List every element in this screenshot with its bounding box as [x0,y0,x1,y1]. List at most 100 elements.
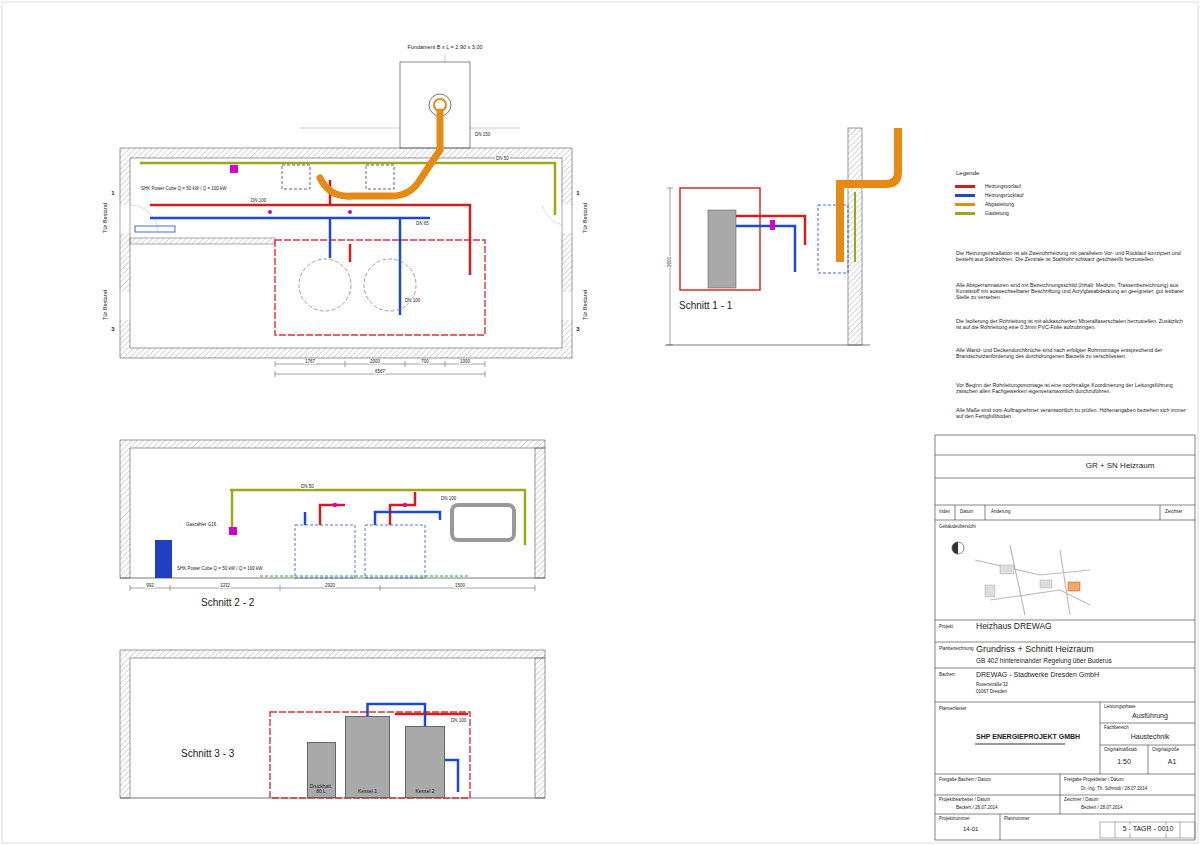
title-block [935,435,1195,840]
equipment-note: Gaszähler G16 [185,522,217,527]
section-marker: 1 [575,190,580,197]
field-label: Projektnummer [938,816,971,821]
door-label: Tür Bestand [582,289,588,321]
box-text: Druckhalt. 80 L [310,784,333,796]
field-value: 01067 Dresden [975,689,1008,694]
section-title: Schnitt 3 - 3 [180,748,235,760]
field-label: Planbezeichnung [938,646,975,651]
pipe-connector [368,704,426,726]
general-note: Die Heizungsinstallation ist als Zweiroh… [955,250,1189,262]
field-value: Rosenstraße 32 [975,682,1009,687]
field-value: DREWAG - Stadtwerke Dresden GmbH [975,671,1100,679]
dimension: 1767 [304,359,316,364]
pipe-size: DN 100 [250,198,267,203]
general-note: Alle Maße sind vom Auftragnehmer verantw… [955,407,1189,419]
legend-text: Abgasleitung [985,202,1014,208]
field-label: Fachbereich [1103,725,1130,730]
field-label: Leistungsphase [1103,704,1137,709]
field-value: Haustechnik [1130,733,1171,741]
legend-swatch [955,212,975,215]
legend-swatch [955,194,975,197]
dimension: 2600 [667,256,672,268]
field-label: Bauherr [938,672,956,677]
general-note: Die Isolierung der Rohrleitung ist mit a… [955,318,1189,330]
legend-title: Legende [955,170,980,177]
section-marker: 3 [110,326,115,333]
box-text: Kessel 1 [358,789,377,795]
section-marker: 3 [575,326,580,333]
general-note: Alle Wand- und Deckendurchbrüche sind na… [955,347,1189,359]
field-value: 14-01 [962,826,979,833]
section-title: Schnitt 2 - 2 [200,597,255,609]
field-value: GB 402 hintereinander Regelung über Bude… [975,657,1113,664]
field-value: Ausführung [1131,712,1169,720]
field-label: Freigabe Bauherr / Datum [938,777,992,782]
table-header: Änderung [990,509,1012,514]
door-label: Tür Bestand [582,202,588,234]
dimension: 1332 [219,583,231,588]
field-label: Planverfasser [938,706,968,711]
dimension: 700 [420,359,430,364]
floor-plan [119,55,573,377]
legend-text: Gasleitung [985,211,1009,217]
dimension: 992 [145,583,155,588]
pipe-size: DN 65 [415,221,430,226]
section-3-3 [120,650,545,798]
section-title: Schnitt 1 - 1 [678,300,733,312]
pipe-size: DN 100 [404,298,421,303]
legend-text: Heizungsvorlauf [985,184,1021,190]
table-header: Zeichner [1164,509,1184,514]
box-text: Kessel 2 [415,789,434,795]
door-label: Tür Bestand [102,289,108,321]
dimension: 2000 [369,359,381,364]
section-1-1 [665,128,898,345]
field-value: Heizhaus DREWAG [975,622,1053,632]
field-value: Dr.-Ing. Th. Schmidt / 28.07.2014 [1080,786,1148,791]
dimension: 1000 [459,359,471,364]
plan-number: 5 - TAGR - 0010 [1122,825,1175,833]
legend-row: Gasleitung [955,211,1009,217]
legend-row: Heizungsvorlauf [955,184,1021,190]
table-header: Datum [959,509,974,514]
dimension: 6567 [374,369,386,374]
equipment-note: SHK Power Cube Q = 50 kW / Q = 100 kW [140,186,228,191]
boiler-box: Kessel 1 [345,716,390,798]
field-label: Freigabe Projektleiter / Datum [1063,777,1125,782]
field-label: Projektbearbeiter / Datum [938,797,991,802]
field-label: Originalgröße [1151,747,1180,752]
legend-swatch [955,203,975,206]
foundation-note: Fundament B x L = 2,90 x 3,00 [406,44,483,50]
field-value: Beckert / 28.07.2014 [955,805,999,810]
pipe-size: DN 50 [495,156,510,161]
field-label: Gebäudeübersicht [938,524,977,529]
general-note: Vor Beginn der Rohrleitungsmontage ist e… [955,382,1189,394]
section-2-2 [120,440,545,591]
sheet-heading: GR + SN Heizraum [1085,461,1156,470]
boiler-box: Kessel 2 [405,726,445,798]
field-label: Originalmaßstab [1103,747,1138,752]
pressure-vessel-box: Druckhalt. 80 L [307,742,336,798]
pipe-size: DN 100 [450,718,467,723]
dimension: 2920 [324,583,336,588]
site-map [952,542,1090,615]
pipe-size: DN 50 [300,484,315,489]
field-label: Projekt [938,624,954,629]
field-value: 1:50 [1116,758,1132,766]
legend-row: Heizungsrücklauf [955,193,1023,199]
field-value: A1 [1167,758,1178,766]
dimension: 1500 [454,583,466,588]
field-label: Plannummer [1003,816,1031,821]
field-value: Beckert / 28.07.2014 [1080,805,1124,810]
equipment-note: SHK Power Cube Q = 50 kW / Q = 100 kW [176,566,264,571]
legend-text: Heizungsrücklauf [985,193,1023,199]
field-value: Grundriss + Schnitt Heizraum [975,644,1095,654]
company-logo: SHP ENERGIEPROJEKT GMBH [975,733,1081,741]
legend-swatch [955,185,975,188]
field-label: Zeichner / Datum [1063,797,1100,802]
pipe-size: DN 150 [474,132,491,137]
door-label: Tür Bestand [102,202,108,234]
